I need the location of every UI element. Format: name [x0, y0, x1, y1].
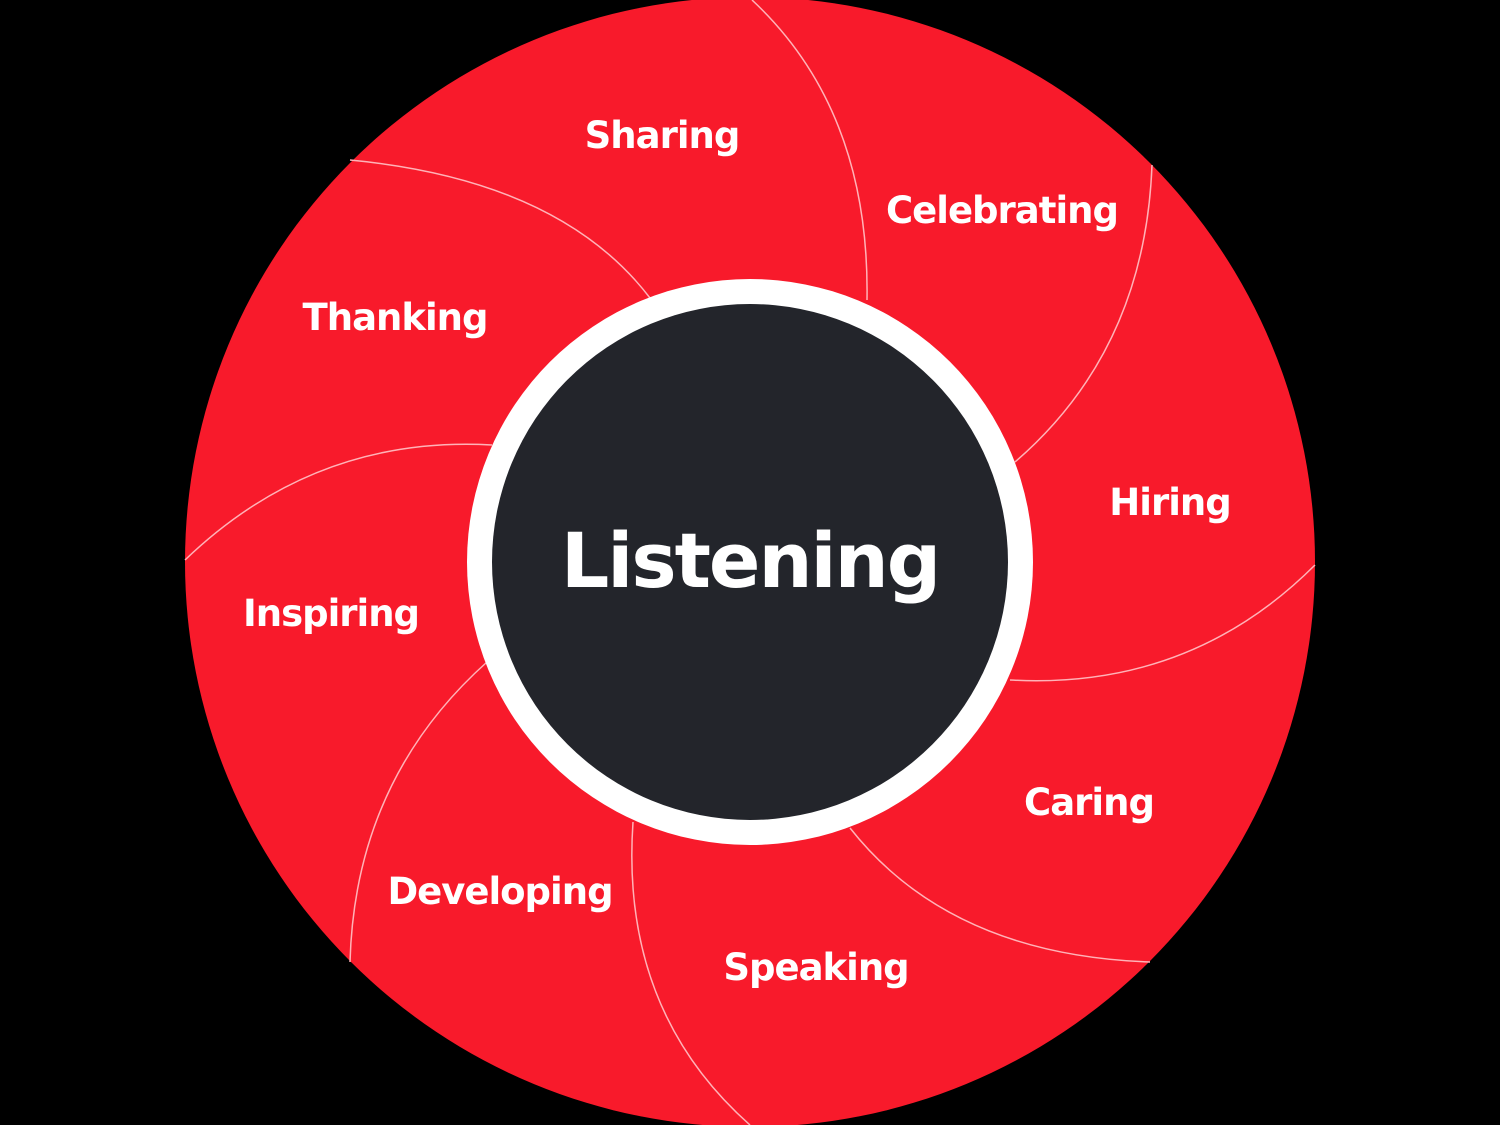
segment-label-hiring: Hiring — [1109, 481, 1230, 524]
divider-line — [1014, 164, 1153, 463]
divider-line — [751, 0, 868, 301]
divider-line — [849, 827, 1151, 963]
segment-label-developing: Developing — [387, 870, 612, 913]
segment-label-inspiring: Inspiring — [243, 592, 419, 635]
center-label: Listening — [561, 516, 939, 605]
divider-line — [184, 443, 493, 561]
divider-line — [349, 159, 651, 299]
divider-line — [631, 821, 751, 1125]
divider-line — [349, 661, 488, 963]
segment-label-caring: Caring — [1024, 781, 1154, 824]
segment-label-celebrating: Celebrating — [886, 189, 1118, 232]
divider-line — [1009, 564, 1316, 682]
hub — [492, 304, 1008, 820]
segment-label-thanking: Thanking — [302, 296, 487, 339]
segment-label-sharing: Sharing — [585, 114, 740, 157]
segment-dividers — [184, 0, 1316, 1125]
segment-label-speaking: Speaking — [723, 946, 908, 989]
